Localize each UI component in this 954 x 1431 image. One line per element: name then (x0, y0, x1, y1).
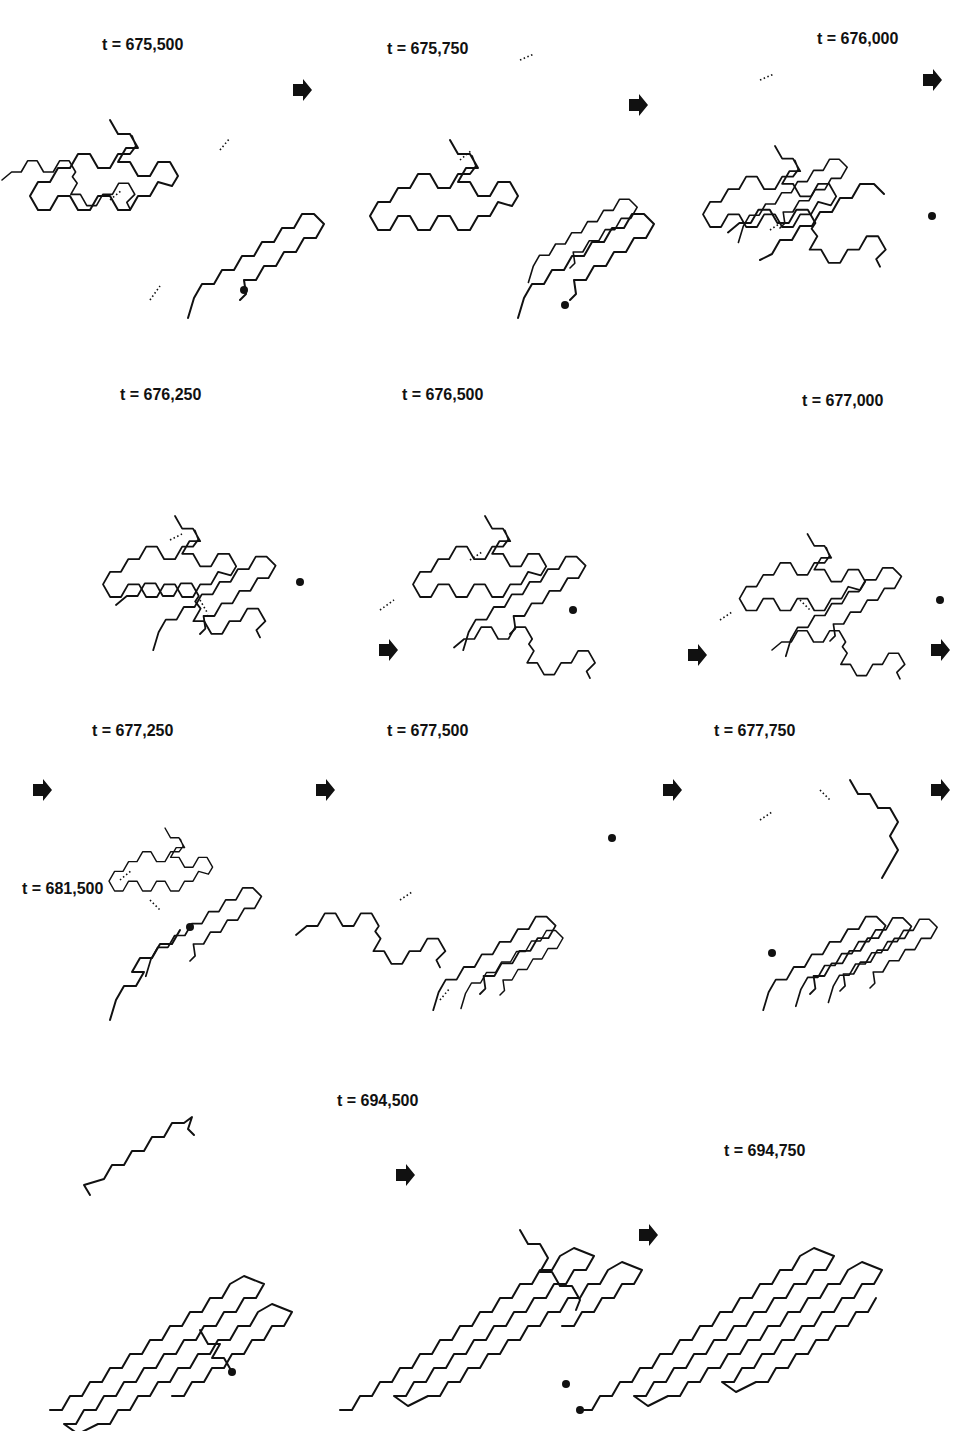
time-step-label: t = 694,750 (722, 1142, 807, 1160)
time-step-label: t = 676,500 (400, 386, 485, 404)
chain-conformation (50, 1117, 292, 1431)
time-step-label: t = 677,500 (385, 722, 470, 740)
time-step-label: t = 681,500 (20, 880, 105, 898)
chain-conformation (380, 516, 595, 678)
chain-conformation (370, 54, 654, 318)
time-step-label: t = 677,750 (712, 722, 797, 740)
chain-conformation (340, 1230, 642, 1410)
time-step-label: t = 694,500 (335, 1092, 420, 1110)
time-step-label: t = 675,500 (100, 36, 185, 54)
step-arrow (33, 69, 950, 1246)
chain-conformation (103, 516, 304, 650)
chain-conformation (576, 1248, 882, 1414)
time-step-label: t = 677,000 (800, 392, 885, 410)
time-step-label: t = 676,250 (118, 386, 203, 404)
chain-conformation (760, 780, 937, 1010)
time-step-label: t = 676,000 (815, 30, 900, 48)
chain-conformation (2, 120, 324, 318)
time-step-label: t = 675,750 (385, 40, 470, 58)
chain-conformation (720, 534, 944, 679)
chain-conformation (703, 74, 936, 267)
chain-conformation (109, 828, 261, 1020)
chain-conformation (296, 834, 616, 1010)
time-step-label: t = 677,250 (90, 722, 175, 740)
